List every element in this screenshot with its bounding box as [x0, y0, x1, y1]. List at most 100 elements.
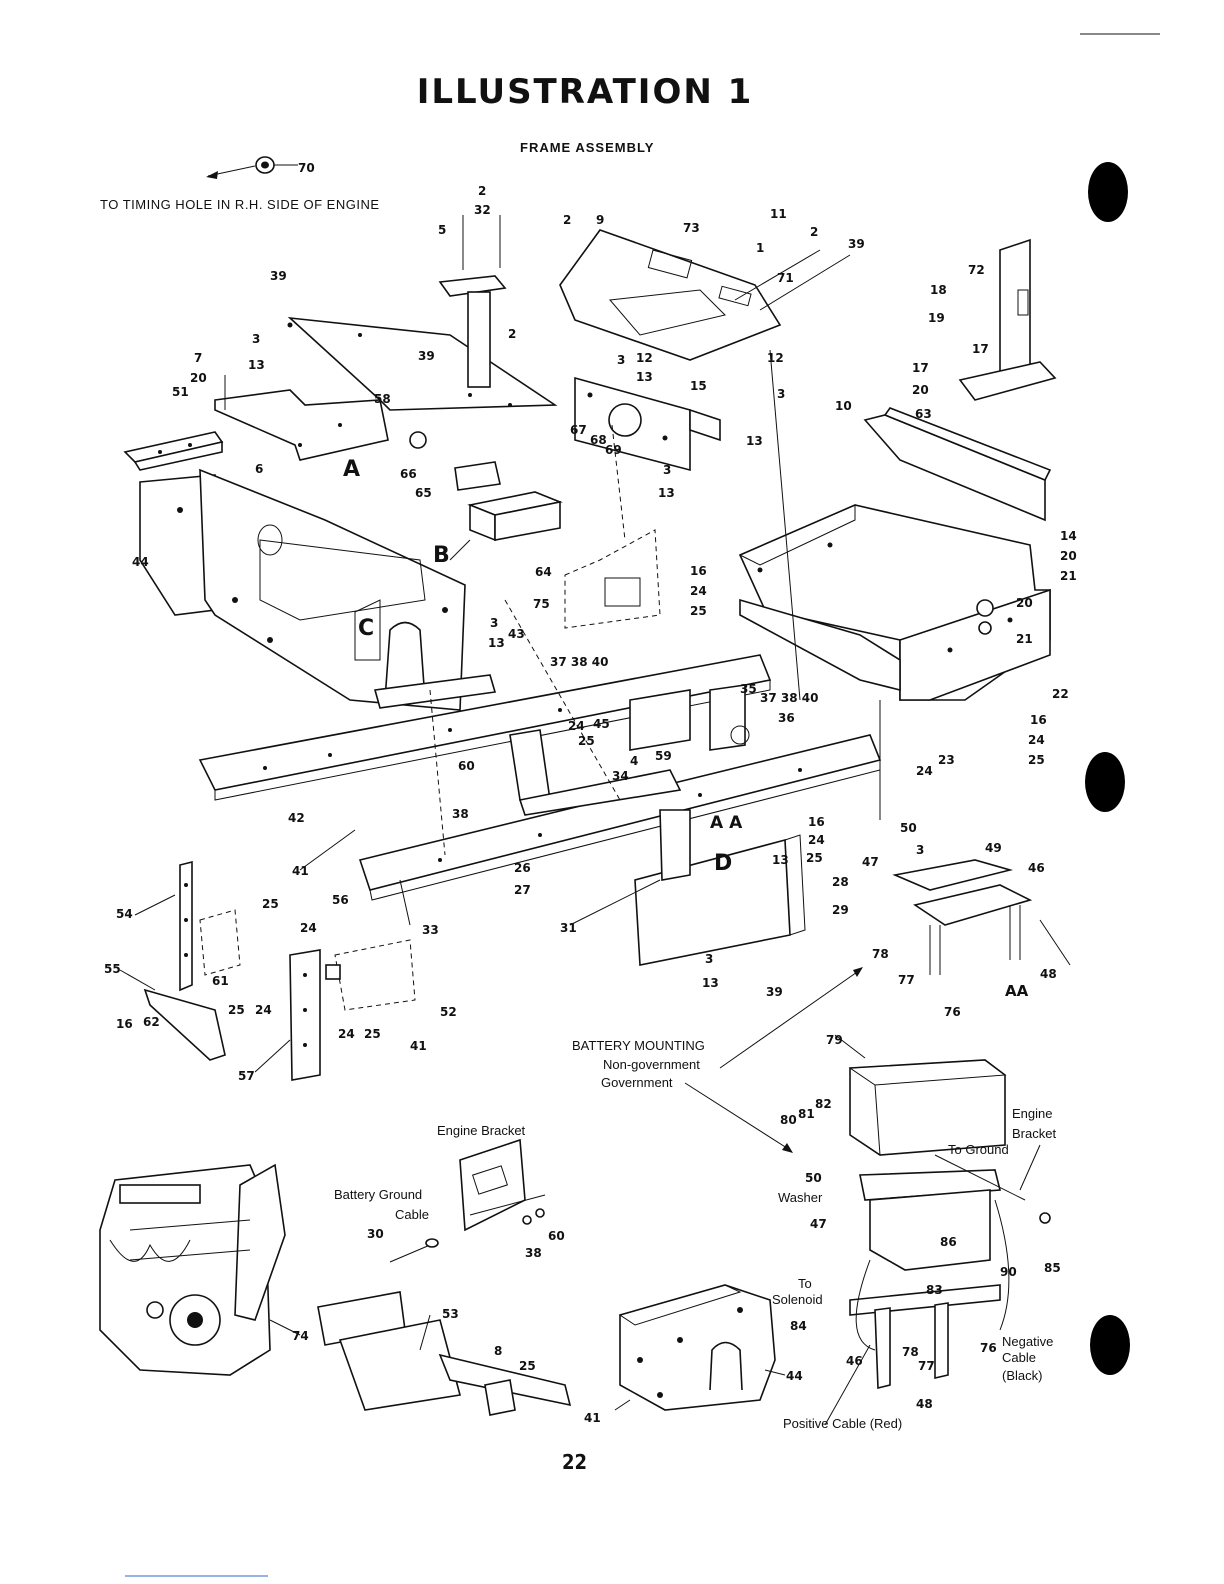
callout: 9 [596, 213, 604, 227]
negative-cable-caption-1: Negative [1002, 1334, 1053, 1349]
callout: 13 [702, 976, 719, 990]
engine-bracket-caption: Engine Bracket [437, 1123, 526, 1138]
engine-74 [99, 1163, 286, 1376]
callout: 28 [832, 875, 849, 889]
callout: 74 [292, 1329, 309, 1343]
callout: 86 [940, 1235, 957, 1249]
battery-tray-64 [409, 431, 563, 542]
callout: 41 [410, 1039, 427, 1053]
callout: 57 [238, 1069, 255, 1083]
callout: 26 [514, 861, 531, 875]
callout: 90 [1000, 1265, 1017, 1279]
callout: 46 [846, 1354, 863, 1368]
callout: 25 [690, 604, 707, 618]
callout: 77 [898, 973, 915, 987]
callout: 81 [798, 1107, 815, 1121]
part-70-washer [206, 156, 298, 179]
callout: 29 [832, 903, 849, 917]
left-side-frame-44 [139, 468, 466, 711]
callout: 6 [255, 462, 263, 476]
callout-letter: A [343, 457, 360, 482]
cover-plate-75 [564, 529, 661, 629]
callout: 20 [912, 383, 929, 397]
callout: 25 [228, 1003, 245, 1017]
callout: 16 [690, 564, 707, 578]
battery-government-mount [849, 1169, 1051, 1390]
callout: 53 [442, 1307, 459, 1321]
callout: 12 [767, 351, 784, 365]
battery-mounting-caption: BATTERY MOUNTING [572, 1038, 705, 1053]
callout: 13 [248, 358, 265, 372]
callout: 37 38 40 [550, 655, 608, 669]
battery-ground-cable-caption-1: Battery Ground [334, 1187, 422, 1202]
callout: 25 [578, 734, 595, 748]
callout: 49 [985, 841, 1002, 855]
callout: 50 [900, 821, 917, 835]
callout: 32 [474, 203, 491, 217]
seat-post-assembly [438, 215, 507, 388]
callout: 79 [826, 1033, 843, 1047]
callout: 8 [494, 1344, 502, 1358]
callout: 68 [590, 433, 607, 447]
callout: 13 [658, 486, 675, 500]
callout: 3 [705, 952, 713, 966]
callout: 52 [440, 1005, 457, 1019]
callout: 20 [1060, 549, 1077, 563]
callout: 73 [683, 221, 700, 235]
washer-caption: Washer [778, 1190, 823, 1205]
callout: 50 [805, 1171, 822, 1185]
callout: 33 [422, 923, 439, 937]
plate-31 [634, 809, 806, 966]
callout: 59 [655, 749, 672, 763]
callout: 72 [968, 263, 985, 277]
callout: 41 [292, 864, 309, 878]
callout: 1 [756, 241, 764, 255]
callout: 16 [1030, 713, 1047, 727]
battery-ground-cable-caption-2: Cable [395, 1207, 429, 1222]
callout: 25 [364, 1027, 381, 1041]
callout: 24 [916, 764, 933, 778]
callout: 66 [400, 467, 417, 481]
callout: 51 [172, 385, 189, 399]
callout: 39 [848, 237, 865, 251]
callout: 82 [815, 1097, 832, 1111]
callout-letter: AA [1005, 982, 1029, 1000]
center-cross-member [509, 684, 750, 816]
callout: 23 [938, 753, 955, 767]
government-caption: Government [601, 1075, 673, 1090]
engine-bracket-center [389, 1138, 546, 1263]
callout: 20 [1016, 596, 1033, 610]
page-number: 22 [562, 1450, 588, 1474]
callout: 61 [212, 974, 229, 988]
callout: 21 [1060, 569, 1077, 583]
callout: 56 [332, 893, 349, 907]
callout: 24 [690, 584, 707, 598]
callout: 44 [132, 555, 149, 569]
callout: 15 [690, 379, 707, 393]
callout-labels: 70 2 32 5 39 3 13 7 20 51 58 2 39 6 A 66… [104, 161, 1077, 1425]
callout: 48 [916, 1397, 933, 1411]
lower-beam-53 [317, 1291, 572, 1416]
callout: 44 [786, 1369, 803, 1383]
engine-bracket-right-caption-1: Engine [1012, 1106, 1052, 1121]
callout: 80 [780, 1113, 797, 1127]
callout: 67 [570, 423, 587, 437]
callout: 83 [926, 1283, 943, 1297]
negative-cable-caption-2: Cable [1002, 1350, 1036, 1365]
cross-bracket-43 [373, 674, 497, 709]
callout: 64 [535, 565, 552, 579]
callout: 24 [338, 1027, 355, 1041]
callout: 2 [508, 327, 516, 341]
callout: 63 [915, 407, 932, 421]
callout: 60 [548, 1229, 565, 1243]
center-bracket-15 [574, 376, 721, 472]
callout: 24 [568, 719, 585, 733]
callout: 78 [872, 947, 889, 961]
callout: 62 [143, 1015, 160, 1029]
callout: 22 [1052, 687, 1069, 701]
to-solenoid-caption-2: Solenoid [772, 1292, 823, 1307]
callout: 76 [980, 1341, 997, 1355]
callout-letter: C [358, 616, 374, 641]
callout: 24 [300, 921, 317, 935]
